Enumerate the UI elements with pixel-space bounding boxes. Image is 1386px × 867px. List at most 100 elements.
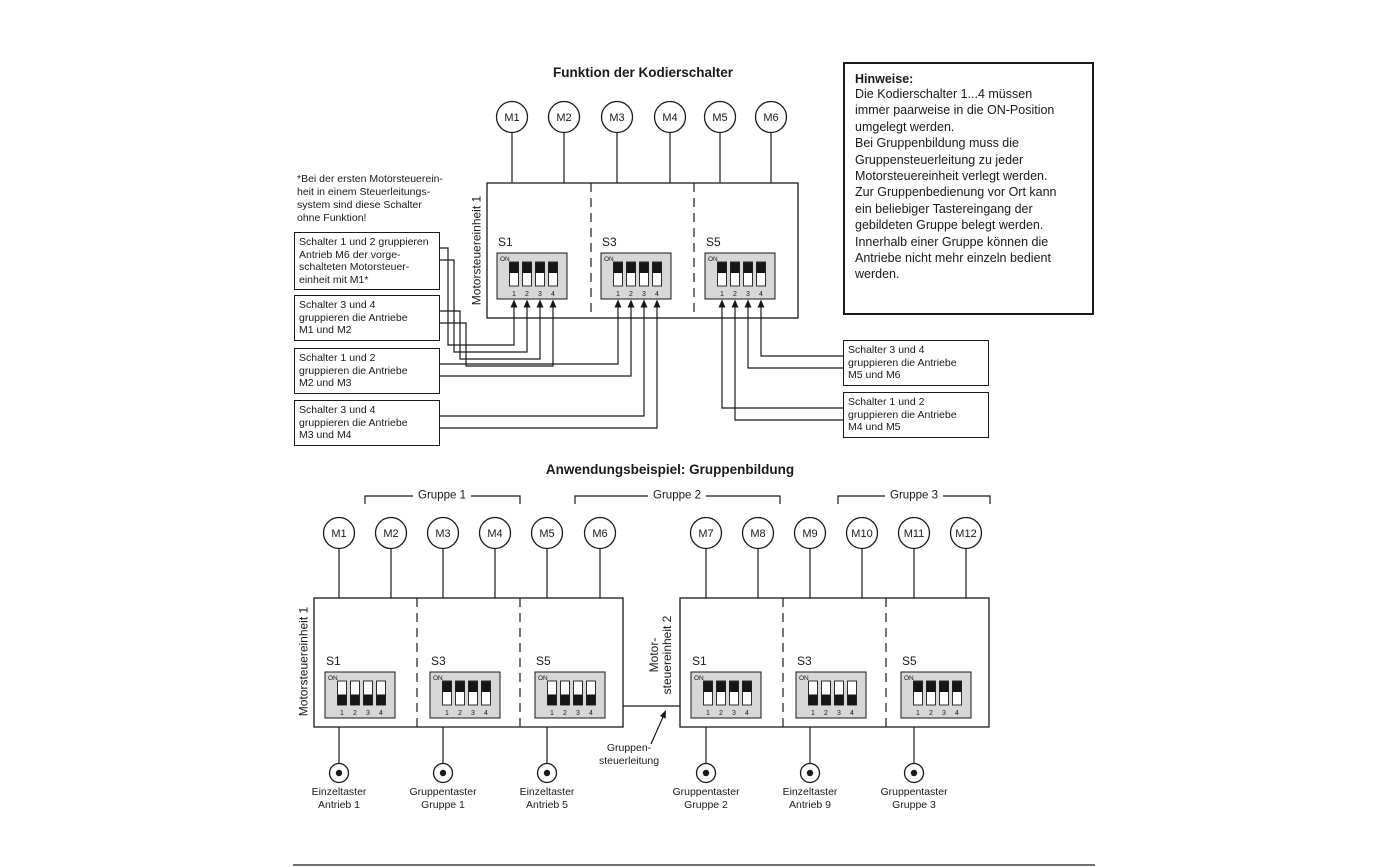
dip-knob-2[interactable] xyxy=(716,681,726,693)
dip-slot-1[interactable] xyxy=(913,680,923,706)
motor-top-label: M6 xyxy=(763,112,778,124)
dip-knob-1[interactable] xyxy=(717,262,727,274)
dip-knob-2[interactable] xyxy=(522,262,532,274)
dip-knob-3[interactable] xyxy=(573,694,583,706)
dip-knob-4[interactable] xyxy=(756,262,766,274)
motor-bottom-label: M2 xyxy=(383,528,398,540)
dip-switch-name: S3 xyxy=(431,654,446,668)
dip-slot-3[interactable] xyxy=(535,261,545,287)
dip-knob-3[interactable] xyxy=(939,681,949,693)
dip-on-label: ON xyxy=(328,675,338,682)
motor-bottom-circle xyxy=(741,516,775,550)
dip-knob-4[interactable] xyxy=(481,681,491,693)
arrowhead-icon xyxy=(718,299,726,308)
callout-connector xyxy=(440,307,645,417)
dip-slot-3[interactable] xyxy=(939,680,949,706)
motor-top-circle xyxy=(495,100,529,134)
dip-knob-1[interactable] xyxy=(613,262,623,274)
motor-bottom-circle xyxy=(949,516,983,550)
dip-knob-1[interactable] xyxy=(442,681,452,693)
dip-knob-2[interactable] xyxy=(350,694,360,706)
callout-connector xyxy=(440,307,632,377)
dip-slot-2[interactable] xyxy=(522,261,532,287)
dip-number: 1 xyxy=(340,710,344,717)
dip-knob-3[interactable] xyxy=(743,262,753,274)
dip-slot-2[interactable] xyxy=(716,680,726,706)
dip-slot-3[interactable] xyxy=(639,261,649,287)
callout-connector xyxy=(721,307,843,409)
dip-slot-2[interactable] xyxy=(455,680,465,706)
dip-number: 3 xyxy=(942,710,946,717)
dip-number: 2 xyxy=(629,291,633,298)
dip-slot-4[interactable] xyxy=(952,680,962,706)
callout-connector xyxy=(440,259,528,353)
motor-bottom-circle xyxy=(793,516,827,550)
dip-knob-4[interactable] xyxy=(952,681,962,693)
dip-number: 3 xyxy=(732,710,736,717)
dip-on-label: ON xyxy=(538,675,548,682)
dip-number: 3 xyxy=(366,710,370,717)
dip-slot-1[interactable] xyxy=(717,261,727,287)
dip-knob-4[interactable] xyxy=(586,694,596,706)
dip-knob-4[interactable] xyxy=(376,694,386,706)
dip-slot-4[interactable] xyxy=(756,261,766,287)
dip-slot-3[interactable] xyxy=(468,680,478,706)
dip-knob-3[interactable] xyxy=(363,694,373,706)
dip-slot-1[interactable] xyxy=(613,261,623,287)
dip-knob-4[interactable] xyxy=(548,262,558,274)
dip-knob-1[interactable] xyxy=(703,681,713,693)
dip-on-label: ON xyxy=(799,675,809,682)
dip-knob-2[interactable] xyxy=(560,694,570,706)
dip-slot-4[interactable] xyxy=(742,680,752,706)
dip-number: 1 xyxy=(720,291,724,298)
taster-label-6: Gruppentaster Gruppe 3 xyxy=(880,786,948,811)
dip-slot-1[interactable] xyxy=(703,680,713,706)
dip-slot-2[interactable] xyxy=(730,261,740,287)
dip-knob-1[interactable] xyxy=(913,681,923,693)
taster-label-3: Einzeltaster Antrieb 5 xyxy=(519,786,575,811)
dip-knob-2[interactable] xyxy=(626,262,636,274)
dip-knob-3[interactable] xyxy=(535,262,545,274)
taster-button-dot xyxy=(439,769,447,777)
dip-knob-3[interactable] xyxy=(834,694,844,706)
dip-knob-4[interactable] xyxy=(847,694,857,706)
group-line-pointer xyxy=(650,716,664,745)
dip-knob-4[interactable] xyxy=(742,681,752,693)
dip-knob-1[interactable] xyxy=(547,694,557,706)
motor-top-circle xyxy=(703,100,737,134)
dip-slot-2[interactable] xyxy=(926,680,936,706)
dip-knob-4[interactable] xyxy=(652,262,662,274)
dip-number: 2 xyxy=(824,710,828,717)
dip-knob-2[interactable] xyxy=(926,681,936,693)
footnote-text: *Bei der ersten Motorsteuerein- heit in … xyxy=(297,173,443,224)
dip-number: 4 xyxy=(589,710,593,717)
top-section-title: Funktion der Kodierschalter xyxy=(552,65,734,80)
dip-slot-3[interactable] xyxy=(743,261,753,287)
dip-slot-4[interactable] xyxy=(481,680,491,706)
motor-top-label: M2 xyxy=(556,112,571,124)
dip-slot-4[interactable] xyxy=(548,261,558,287)
motor-bottom-label: M11 xyxy=(904,528,925,540)
dip-knob-2[interactable] xyxy=(455,681,465,693)
motor-top-label: M4 xyxy=(662,112,677,124)
dip-slot-3[interactable] xyxy=(729,680,739,706)
dip-slot-1[interactable] xyxy=(509,261,519,287)
dip-number: 1 xyxy=(616,291,620,298)
dip-slot-4[interactable] xyxy=(652,261,662,287)
dip-knob-2[interactable] xyxy=(821,694,831,706)
arrowhead-icon xyxy=(523,299,531,308)
dip-knob-1[interactable] xyxy=(808,694,818,706)
dip-on-label: ON xyxy=(500,256,510,263)
dip-knob-3[interactable] xyxy=(729,681,739,693)
dip-knob-2[interactable] xyxy=(730,262,740,274)
dip-number: 4 xyxy=(655,291,659,298)
motor-bottom-label: M5 xyxy=(539,528,554,540)
dip-slot-1[interactable] xyxy=(442,680,452,706)
dip-knob-1[interactable] xyxy=(337,694,347,706)
dip-knob-3[interactable] xyxy=(639,262,649,274)
dip-knob-1[interactable] xyxy=(509,262,519,274)
motor-bottom-label: M7 xyxy=(698,528,713,540)
dip-knob-3[interactable] xyxy=(468,681,478,693)
dip-slot-2[interactable] xyxy=(626,261,636,287)
arrowhead-icon xyxy=(536,299,544,308)
